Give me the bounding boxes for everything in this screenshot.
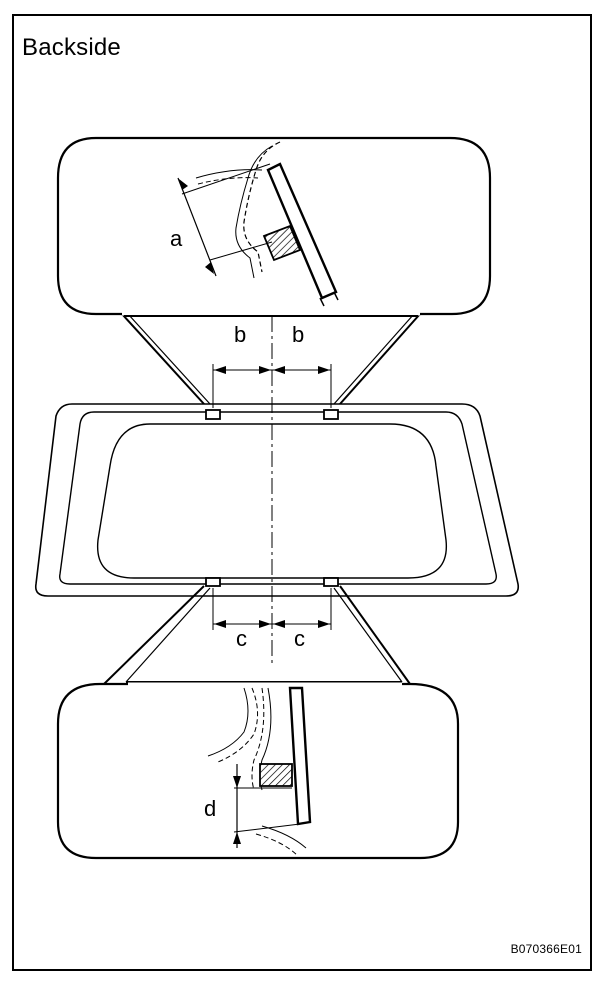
- lower-spacer-left: [205, 577, 221, 587]
- diagram-title: Backside: [22, 34, 121, 61]
- top-spacer-block: [262, 224, 302, 262]
- label-b-left: b: [234, 322, 246, 347]
- bottom-leader-left: [103, 585, 205, 685]
- windshield-outer-edge: [34, 403, 520, 597]
- label-d: d: [204, 796, 216, 821]
- bottom-body-contour: [207, 687, 249, 757]
- label-a: a: [170, 226, 183, 251]
- label-c-right: c: [294, 626, 305, 651]
- top-body-contour-dashed: [243, 141, 281, 273]
- dimension-a-line: [177, 177, 217, 277]
- top-glass-section: [266, 162, 338, 300]
- label-b-right: b: [292, 322, 304, 347]
- top-leader-left: [121, 313, 205, 405]
- lower-spacer-right: [323, 577, 339, 587]
- windshield-glass: b b c c: [34, 316, 520, 666]
- label-c-left: c: [236, 626, 247, 651]
- bottom-detail-bubble: [56, 682, 460, 860]
- top-detail-bubble: [56, 136, 492, 316]
- top-body-contour: [235, 145, 273, 279]
- upper-spacer-right: [323, 409, 339, 420]
- figure-code: B070366E01: [510, 942, 582, 956]
- bottom-glass-section: [288, 686, 312, 826]
- diagram-frame: [12, 14, 592, 971]
- top-detail-callout: a: [56, 136, 492, 405]
- windshield-viewing-area: [96, 423, 448, 579]
- windshield-ceramic-line: [59, 411, 497, 585]
- bottom-detail-callout: d: [56, 585, 460, 860]
- bottom-leader-right: [339, 585, 411, 685]
- upper-spacer-left: [205, 409, 221, 420]
- bottom-spacer-block: [259, 763, 293, 787]
- top-leader-right: [339, 313, 421, 405]
